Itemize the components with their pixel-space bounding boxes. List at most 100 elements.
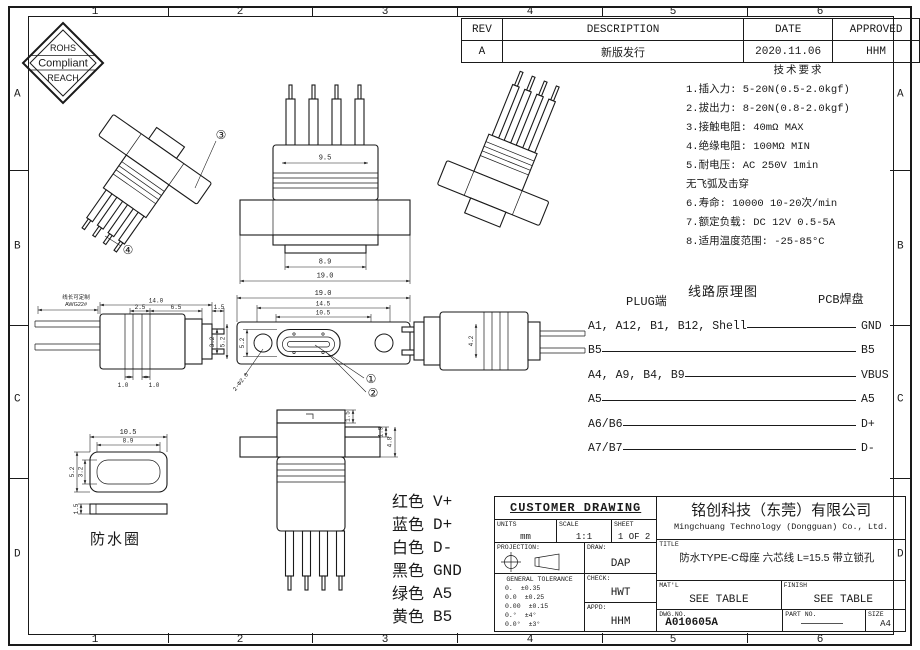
title-label: TITLE <box>659 541 679 548</box>
wiring-from: B5 <box>588 344 602 357</box>
rev-header: REV <box>461 18 503 41</box>
check-label: CHECK: <box>587 575 611 582</box>
matl-finish-row: MAT'L SEE TABLE FINISH SEE TABLE <box>657 580 905 609</box>
sheet-label: SHEET <box>614 521 634 528</box>
wire-note-line1: 线长可定制 <box>62 293 90 301</box>
grid-col-label: 5 <box>669 634 677 646</box>
tech-requirement-line: 4.绝缘电阻: 100MΩ MIN <box>686 141 810 153</box>
tech-requirement-line: 无飞弧及击穿 <box>686 179 749 191</box>
date-header: DATE <box>743 18 834 41</box>
grid-row-label: A <box>897 88 904 101</box>
wire-color-legend: 红色 V+ 蓝色 D+ 白色 D- 黑色 GND 绿色 A5 黄色 B5 <box>392 491 462 629</box>
dim-label: 2-Φ2.0 <box>231 371 250 393</box>
company-name-en: Mingchuang Technology (Dongguan) Co., Lt… <box>673 522 889 532</box>
frame-tick <box>457 633 458 643</box>
wiring-row: A7/B7 D- <box>588 431 907 455</box>
legend-signal: B5 <box>433 608 453 626</box>
projection-cell: PROJECTION: <box>495 543 585 573</box>
legend-color: 黑色 <box>392 563 425 580</box>
dim-label: 5.2 <box>69 466 76 477</box>
legend-row: 红色 V+ <box>392 491 462 514</box>
dim-label: 5.2 <box>220 336 227 347</box>
grid-col-label: 3 <box>381 6 389 18</box>
wire-line <box>622 449 856 450</box>
dim-label: 1.5 <box>214 304 225 311</box>
frame-tick <box>168 633 169 643</box>
tolerance-row: 0.00 ±0.15 <box>495 602 584 611</box>
legend-color: 蓝色 <box>392 517 425 534</box>
legend-signal: D- <box>433 539 453 557</box>
tolerance-check-appd-row: GENERAL TOLERANCE 0. ±0.35 0.0 ±0.25 0.0… <box>495 573 657 631</box>
wiring-row: B5 B5 <box>588 333 907 357</box>
grid-row-label: C <box>14 393 21 406</box>
legend-row: 蓝色 D+ <box>392 514 462 537</box>
revision-table: REV DESCRIPTION DATE APPROVED A 新版发行 202… <box>461 18 920 63</box>
matl-value: SEE TABLE <box>689 594 749 606</box>
dim-label: 1.0 <box>149 382 160 389</box>
grid-col-label: 3 <box>381 634 389 646</box>
tech-requirements: 技术要求 1.插入力: 5-20N(0.5-2.0kgf) 2.拔出力: 8-2… <box>686 62 911 252</box>
tolerance-row: 0.° ±4° <box>495 611 584 620</box>
dim-label: 10.5 <box>316 310 331 317</box>
stamp-line3: REACH <box>47 73 79 83</box>
grid-row-label: D <box>897 548 904 561</box>
legend-signal: A5 <box>433 585 453 603</box>
rev-value: A <box>461 40 503 63</box>
dim-label: 14.0 <box>149 298 164 305</box>
grid-row-label: B <box>897 240 904 253</box>
grid-row-label: B <box>14 240 21 253</box>
projection-symbol-icon <box>501 552 560 572</box>
description-value: 新版发行 <box>501 40 745 63</box>
frame-tick <box>890 478 910 479</box>
wiring-right-header: PCB焊盘 <box>818 293 864 307</box>
appd-cell: APPD: HHM <box>585 602 657 631</box>
units-cell: UNITS mm <box>495 520 557 542</box>
view-top: 9.5 8.9 19.0 <box>239 84 411 284</box>
legend-row: 黄色 B5 <box>392 606 462 629</box>
grid-col-label: 2 <box>236 634 244 646</box>
projection-label: PROJECTION: <box>497 544 540 551</box>
rohs-stamp: ROHS Compliant REACH <box>21 21 105 105</box>
dim-label: 8.9 <box>319 259 332 267</box>
approved-value: HHM <box>832 40 920 63</box>
wiring-row: A6/B6 D+ <box>588 406 907 431</box>
dwg-no-label: DWG.NO. <box>659 611 687 618</box>
wiring-row: A4, A9, B4, B9 VBUS <box>588 357 907 382</box>
draw-label: DRAW: <box>587 544 607 551</box>
dwg-no-cell: DWG.NO. A010605A <box>657 610 782 631</box>
legend-signal: V+ <box>433 493 453 511</box>
wiring-from: A1, A12, B1, B12, Shell <box>588 319 747 333</box>
customer-drawing-label: CUSTOMER DRAWING <box>510 501 642 515</box>
finish-cell: FINISH SEE TABLE <box>780 581 905 609</box>
wiring-to: VBUS <box>861 368 889 382</box>
projection-draw-row: PROJECTION: DRAW: DAP <box>495 542 657 573</box>
legend-color: 绿色 <box>392 586 425 603</box>
callout-1: ① <box>366 372 377 386</box>
tolerance-row: 0.0° ±3° <box>495 620 584 629</box>
dwg-part-size-row: DWG.NO. A010605A PART NO. SIZE A4 <box>657 609 905 631</box>
wiring-to: D- <box>861 442 875 455</box>
draw-cell: DRAW: DAP <box>585 543 656 573</box>
scale-value: 1:1 <box>575 532 593 542</box>
tol-digits: 0.0 <box>505 594 517 601</box>
wire-line <box>684 375 856 377</box>
wiring-from: A7/B7 <box>588 442 623 455</box>
wiring-from: A4, A9, B4, B9 <box>588 368 685 382</box>
dim-label: 1.5 <box>73 503 80 514</box>
tech-requirement-line: 2.拔出力: 8-20N(0.8-2.0kgf) <box>686 103 850 115</box>
legend-row: 黑色 GND <box>392 560 462 583</box>
dim-label: 8.9 <box>123 438 134 445</box>
matl-cell: MAT'L SEE TABLE <box>657 581 780 609</box>
grid-row-label: C <box>897 393 904 406</box>
tolerance-row: 0. ±0.35 <box>495 584 584 593</box>
tech-requirement-line: 8.适用温度范围: -25-85°C <box>686 236 825 248</box>
tech-requirement-line: 3.接触电阻: 40mΩ MAX <box>686 122 804 134</box>
check-appd-stack: CHECK: HWT APPD: HHM <box>585 574 657 631</box>
wiring-title: 线路原理图 <box>688 284 759 299</box>
wiring-left-header: PLUG端 <box>626 295 667 309</box>
dim-label: 4.8 <box>387 436 394 447</box>
dim-label: 19.0 <box>315 290 332 298</box>
legend-row: 白色 D- <box>392 537 462 560</box>
scale-cell: SCALE 1:1 <box>557 520 612 542</box>
